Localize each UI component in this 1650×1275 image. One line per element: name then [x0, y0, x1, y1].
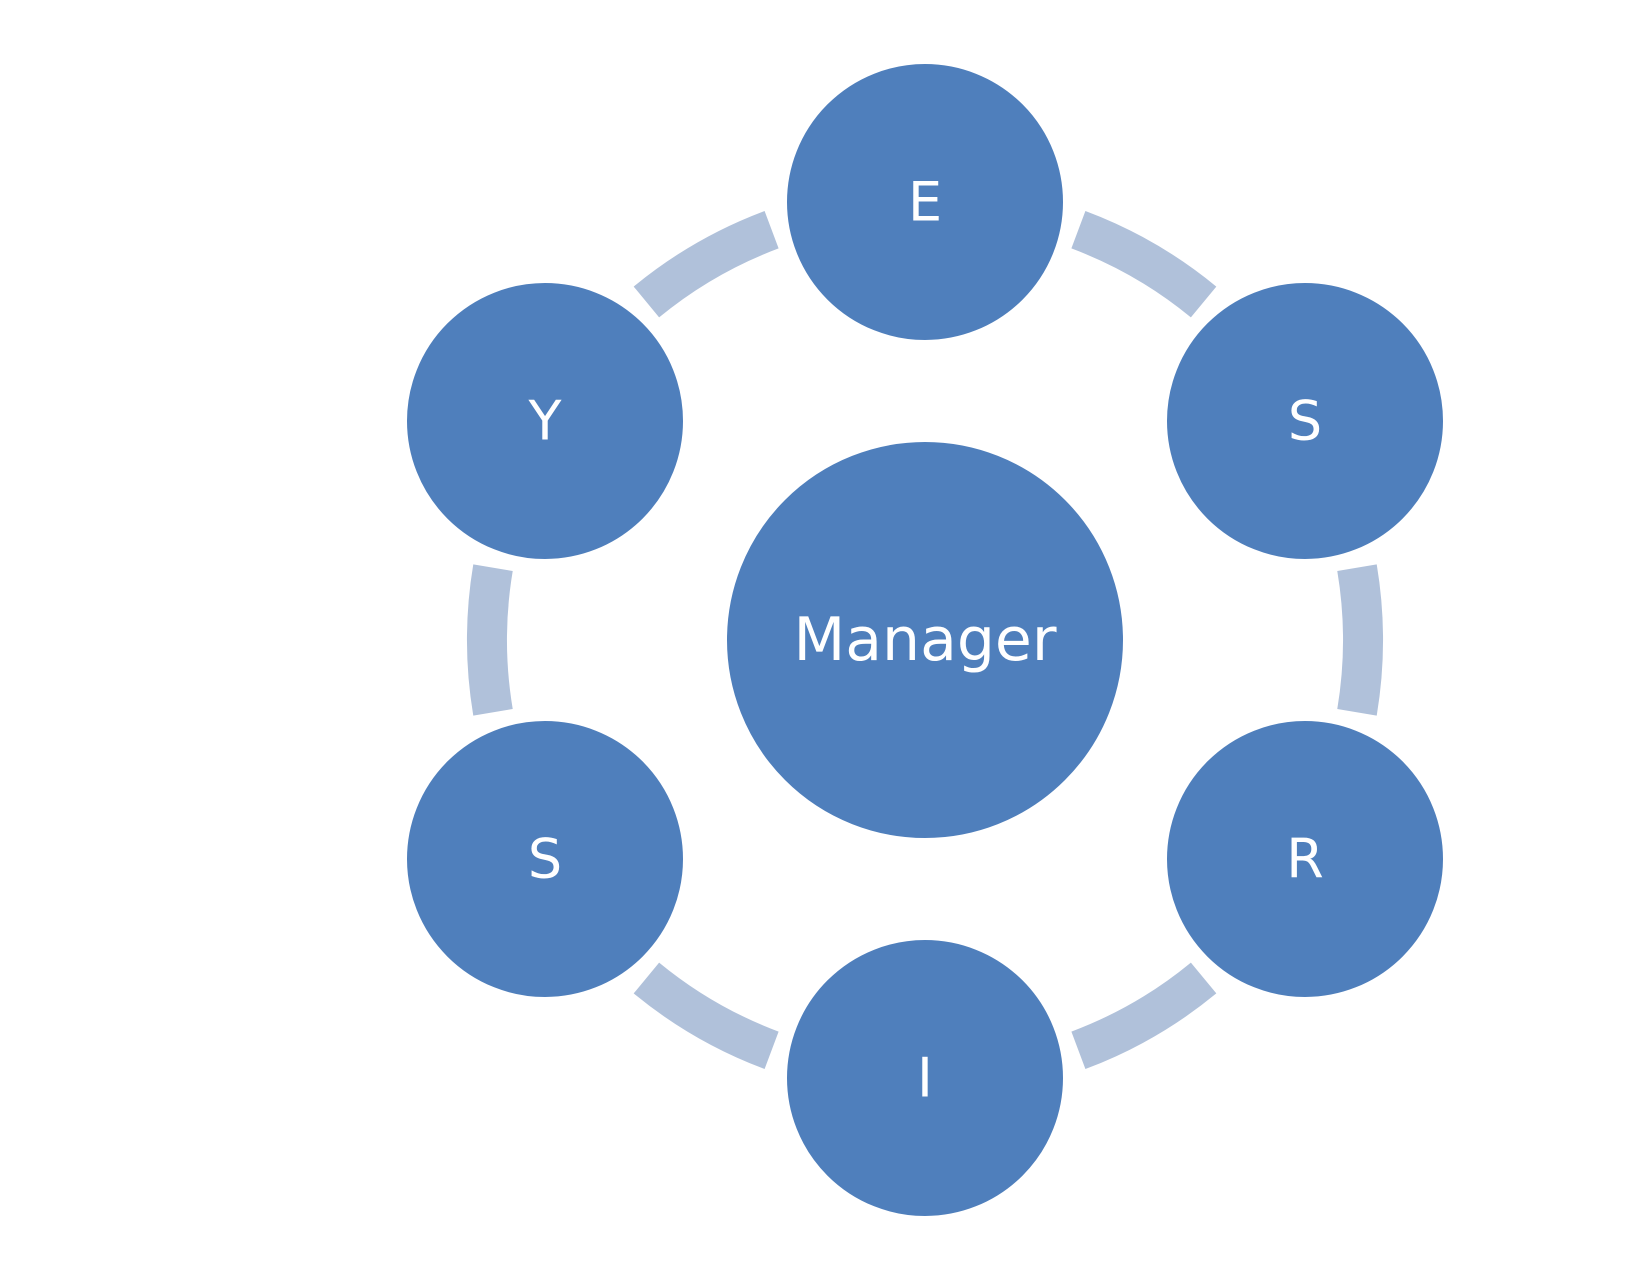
center-node-circle: [723, 438, 1127, 842]
center-node: Manager: [723, 438, 1127, 842]
node-lower-right-label: R: [1286, 828, 1324, 891]
node-lower-right-circle: [1163, 717, 1447, 1001]
node-upper-right-label: S: [1288, 390, 1322, 453]
node-top-label: E: [908, 171, 942, 234]
node-bottom-circle: [783, 936, 1067, 1220]
node-upper-right: S: [1163, 279, 1447, 563]
node-bottom: I: [783, 936, 1067, 1220]
ring-arcs: [467, 210, 1383, 1070]
node-bottom-label: I: [917, 1047, 933, 1110]
node-upper-right-circle: [1163, 279, 1447, 563]
ring-arc-ur-lr: [1337, 564, 1383, 716]
node-upper-left-label: Y: [528, 390, 563, 453]
node-upper-left-circle: [403, 279, 687, 563]
ring-arc-lr-bottom: [1071, 962, 1217, 1070]
ring-arc-bottom-ll: [633, 962, 779, 1070]
node-lower-left-circle: [403, 717, 687, 1001]
ring-arc-top-ur: [1071, 210, 1217, 318]
node-top-circle: [783, 60, 1067, 344]
ring-arc-ll-ul: [467, 564, 513, 716]
node-lower-left: S: [403, 717, 687, 1001]
node-top: E: [783, 60, 1067, 344]
center-node-label: Manager: [794, 605, 1057, 675]
node-upper-left: Y: [403, 279, 687, 563]
ring-arc-ul-top: [633, 210, 779, 318]
node-lower-left-label: S: [528, 828, 562, 891]
node-lower-right: R: [1163, 717, 1447, 1001]
